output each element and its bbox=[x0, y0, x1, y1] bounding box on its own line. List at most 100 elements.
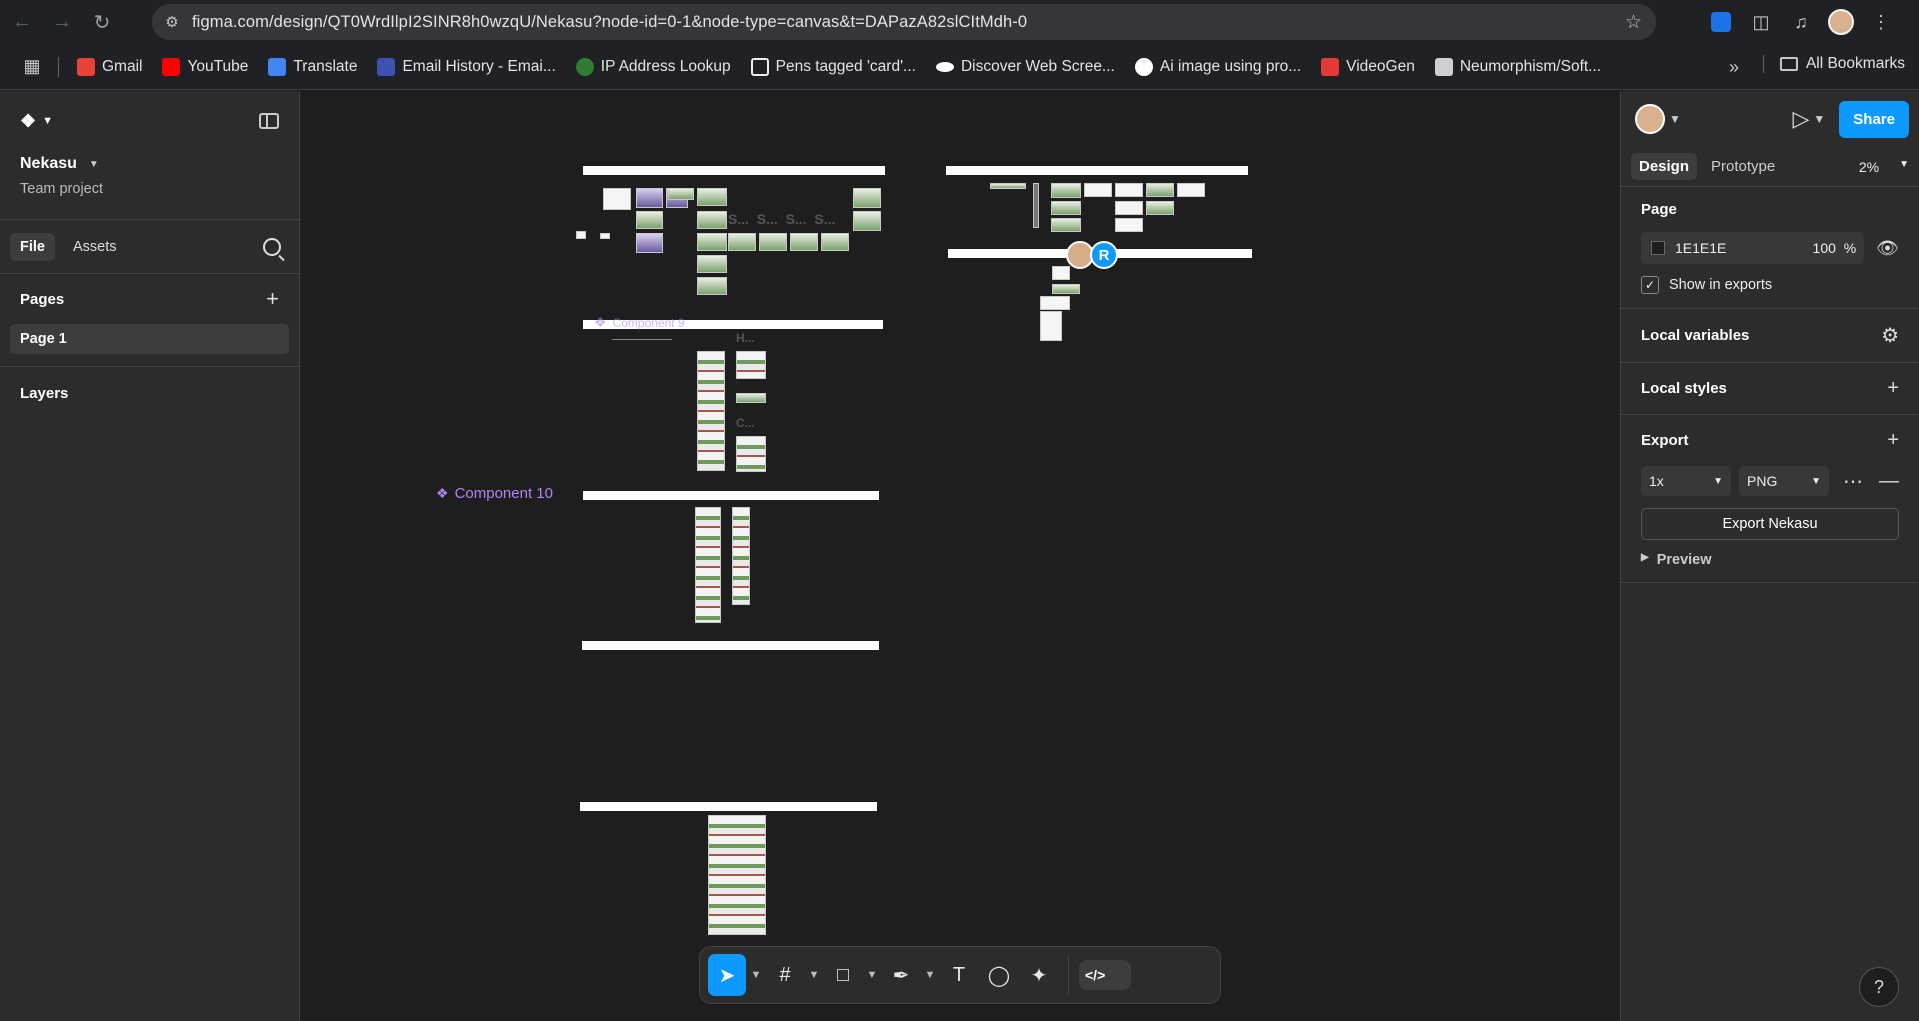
figma-menu-button[interactable]: ❖▼ bbox=[20, 111, 53, 132]
tab-assets[interactable]: Assets bbox=[72, 238, 117, 255]
frame-thumbnail[interactable] bbox=[736, 351, 766, 379]
color-swatch[interactable] bbox=[1651, 241, 1665, 255]
frame-thumbnail[interactable] bbox=[1115, 183, 1143, 197]
reload-icon[interactable]: ↻ bbox=[93, 11, 111, 34]
chevron-down-icon[interactable]: ▼ bbox=[750, 969, 762, 981]
sliders-icon[interactable]: ⚙ bbox=[1881, 325, 1899, 347]
show-in-exports-checkbox[interactable]: ✓ bbox=[1641, 276, 1659, 294]
add-style-icon[interactable]: + bbox=[1887, 377, 1899, 399]
tab-file[interactable]: File bbox=[10, 232, 55, 261]
frame-thumbnail[interactable] bbox=[1146, 183, 1174, 197]
background-color-field[interactable]: 1E1E1E 100 % bbox=[1641, 232, 1865, 264]
url-text[interactable]: figma.com/design/QT0WrdIlpI2SINR8h0wzqU/… bbox=[192, 12, 1028, 31]
frame-thumbnail[interactable] bbox=[636, 211, 663, 229]
bookmark-email-history[interactable]: Email History - Emai... bbox=[367, 57, 565, 76]
background-hex[interactable]: 1E1E1E bbox=[1675, 240, 1727, 256]
frame-thumbnail[interactable] bbox=[790, 233, 818, 251]
apps-grid-icon[interactable]: ▦ bbox=[23, 56, 41, 76]
frame-thumbnail[interactable] bbox=[1051, 218, 1081, 232]
frame-thumbnail[interactable] bbox=[697, 255, 727, 273]
background-opacity[interactable]: 100 % bbox=[1813, 240, 1857, 256]
rectangle-tool-icon[interactable]: □ bbox=[836, 963, 850, 986]
frame-thumbnail[interactable] bbox=[697, 351, 725, 471]
component-label[interactable]: ❖Component 10 bbox=[436, 485, 553, 502]
chevron-down-icon[interactable]: ▼ bbox=[924, 969, 936, 981]
bookmark-translate[interactable]: Translate bbox=[258, 57, 367, 76]
frame-header[interactable] bbox=[946, 166, 1248, 175]
frame-thumbnail[interactable] bbox=[576, 231, 586, 239]
eye-icon[interactable]: 👁 bbox=[1876, 237, 1899, 258]
zoom-dropdown[interactable]: 2%▼ bbox=[1859, 159, 1909, 175]
more-options-icon[interactable]: ⋯ bbox=[1843, 470, 1863, 493]
sidebar-toggle-icon[interactable] bbox=[259, 113, 279, 129]
frame-thumbnail[interactable] bbox=[821, 233, 849, 251]
site-info-icon[interactable]: ⚙ bbox=[165, 14, 179, 31]
chevron-down-icon[interactable]: ▼ bbox=[808, 969, 820, 981]
frame-thumbnail[interactable] bbox=[695, 507, 721, 623]
frame-thumbnail[interactable] bbox=[1115, 218, 1143, 232]
frame-header[interactable] bbox=[580, 802, 877, 811]
bookmark-pens[interactable]: Pens tagged 'card'... bbox=[741, 57, 926, 76]
frame-thumbnail[interactable] bbox=[990, 183, 1026, 189]
forward-arrow-icon[interactable]: → bbox=[52, 10, 72, 33]
frame-thumbnail[interactable] bbox=[1115, 201, 1143, 215]
more-bookmarks-icon[interactable]: » bbox=[1728, 57, 1739, 77]
user-avatar[interactable] bbox=[1635, 104, 1665, 134]
frame-thumbnail[interactable] bbox=[697, 188, 727, 206]
present-play-icon[interactable]: ▷ bbox=[1792, 106, 1810, 131]
actions-tool-icon[interactable]: ✦ bbox=[1030, 964, 1048, 987]
move-tool-icon[interactable]: ➤ bbox=[708, 954, 746, 996]
collaborator-avatar-r[interactable]: R bbox=[1090, 241, 1118, 269]
frame-thumbnail[interactable] bbox=[728, 233, 756, 251]
bookmark-ip-lookup[interactable]: IP Address Lookup bbox=[566, 57, 741, 76]
text-tool-icon[interactable]: T bbox=[952, 963, 966, 986]
bookmark-discover[interactable]: Discover Web Scree... bbox=[926, 58, 1125, 76]
all-bookmarks[interactable]: All Bookmarks bbox=[1762, 55, 1905, 73]
frame-thumbnail[interactable] bbox=[1146, 201, 1174, 215]
project-name[interactable]: Nekasu▼ bbox=[0, 151, 299, 173]
frame-header[interactable] bbox=[583, 166, 885, 175]
bookmark-neumorphism[interactable]: Neumorphism/Soft... bbox=[1425, 57, 1611, 76]
component-label[interactable]: ❖Component 9 bbox=[594, 314, 685, 331]
bookmark-ai-image[interactable]: Ai image using pro... bbox=[1125, 57, 1311, 76]
frame-thumbnail[interactable] bbox=[697, 277, 727, 295]
frame-thumbnail[interactable] bbox=[1051, 201, 1081, 215]
frame-thumbnail[interactable] bbox=[1040, 296, 1070, 310]
local-variables-section[interactable]: Local variables⚙ bbox=[1621, 309, 1919, 363]
remove-export-icon[interactable]: — bbox=[1879, 469, 1899, 492]
frame-thumbnail[interactable] bbox=[759, 233, 787, 251]
comment-tool-icon[interactable]: ◯ bbox=[987, 964, 1011, 987]
design-canvas[interactable]: S... S... S... S... R ❖Component 9 H... … bbox=[300, 91, 1620, 1021]
show-in-exports-row[interactable]: ✓ Show in exports bbox=[1641, 276, 1899, 294]
frame-thumbnail[interactable] bbox=[697, 211, 727, 229]
frame-thumbnail[interactable] bbox=[668, 188, 694, 200]
chevron-down-icon[interactable]: ▼ bbox=[1813, 112, 1826, 126]
frame-thumbnail[interactable] bbox=[612, 339, 672, 367]
address-bar[interactable]: ⚙ figma.com/design/QT0WrdIlpI2SINR8h0wzq… bbox=[152, 4, 1656, 40]
frame-thumbnail[interactable] bbox=[1052, 284, 1080, 294]
profile-avatar[interactable] bbox=[1823, 4, 1859, 40]
bookmark-videogen[interactable]: VideoGen bbox=[1311, 57, 1425, 76]
frame-header[interactable] bbox=[583, 491, 879, 500]
frame-thumbnail[interactable] bbox=[736, 393, 766, 403]
frame-thumbnail[interactable] bbox=[697, 233, 727, 251]
export-button[interactable]: Export Nekasu bbox=[1641, 508, 1899, 540]
share-button[interactable]: Share bbox=[1839, 100, 1909, 138]
frame-thumbnail[interactable] bbox=[853, 188, 881, 208]
help-button[interactable]: ? bbox=[1859, 967, 1899, 1007]
back-arrow-icon[interactable]: ← bbox=[12, 10, 32, 33]
media-control-icon[interactable]: ♫ bbox=[1794, 11, 1808, 32]
frame-thumbnail[interactable] bbox=[636, 233, 663, 253]
frame-header[interactable] bbox=[582, 641, 879, 650]
page-item-page-1[interactable]: Page 1 bbox=[10, 324, 289, 354]
frame-thumbnail[interactable] bbox=[600, 233, 610, 239]
export-format-select[interactable]: PNG▼ bbox=[1739, 466, 1829, 496]
chevron-down-icon[interactable]: ▼ bbox=[1669, 112, 1681, 126]
frame-thumbnail[interactable] bbox=[1051, 183, 1081, 198]
frame-thumbnail[interactable] bbox=[1084, 183, 1112, 197]
search-icon[interactable] bbox=[263, 237, 281, 256]
puzzle-icon[interactable]: ◫ bbox=[1752, 11, 1770, 32]
frame-thumbnail[interactable] bbox=[853, 211, 881, 231]
frame-header[interactable] bbox=[583, 320, 883, 329]
frame-thumbnail[interactable] bbox=[1033, 183, 1039, 228]
